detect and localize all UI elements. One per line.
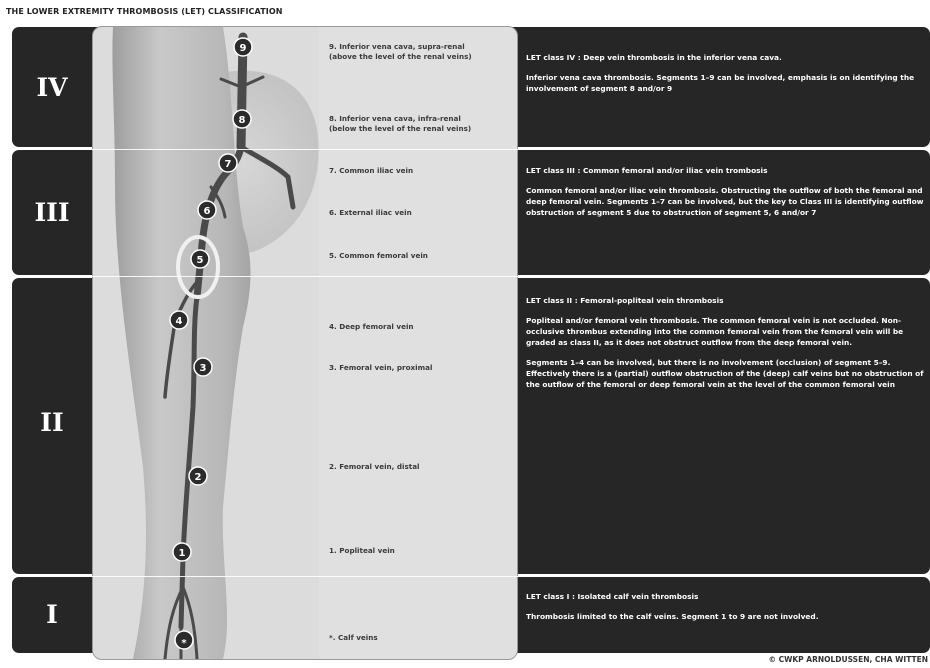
- class-iii-paragraph: Common femoral and/or iliac vein thrombo…: [526, 186, 924, 217]
- class-iii-heading: LET class III : Common femoral and/or il…: [526, 166, 768, 175]
- class-iv-heading: LET class IV : Deep vein thrombosis in t…: [526, 53, 782, 62]
- segment-node-8: [232, 109, 252, 129]
- segment-node-2-label: 2: [195, 472, 202, 483]
- anatomy-panel: 9 8 7 6 5 4 3 2 1 *: [92, 26, 518, 660]
- segment-label-8-line1: 8. Inferior vena cava, infra-renal: [329, 114, 461, 123]
- segment-node-6: [197, 200, 217, 220]
- segment-node-calf-label: *: [181, 638, 187, 649]
- class-ii-paragraph-1: Popliteal and/or femoral vein thrombosis…: [526, 316, 904, 347]
- segment-label-6: 6. External iliac vein: [329, 208, 412, 217]
- segment-nodes: 9 8 7 6 5 4 3 2 1 *: [169, 37, 253, 650]
- class-iv-paragraph: Inferior vena cava thrombosis. Segments …: [526, 73, 915, 93]
- segment-node-1: [172, 542, 192, 562]
- segment-label-9-line1: 9. Inferior vena cava, supra-renal: [329, 42, 465, 51]
- class-iii-description: LET class III : Common femoral and/or il…: [526, 165, 924, 227]
- segment-node-4: [169, 310, 189, 330]
- segment-label-3: 3. Femoral vein, proximal: [329, 363, 433, 372]
- segment-label-2: 2. Femoral vein, distal: [329, 462, 420, 471]
- class-i-heading: LET class I : Isolated calf vein thrombo…: [526, 592, 699, 601]
- segment-node-6-label: 6: [204, 206, 211, 217]
- class-i-description: LET class I : Isolated calf vein thrombo…: [526, 591, 924, 631]
- separator-iii-ii: [92, 276, 518, 277]
- class-i-numeral: I: [46, 600, 58, 629]
- segment-label-1: 1. Popliteal vein: [329, 546, 395, 555]
- class-i-paragraph: Thrombosis limited to the calf veins. Se…: [526, 612, 819, 621]
- segment-label-9-line2: (above the level of the renal veins): [329, 52, 472, 61]
- class-ii-numeral: II: [40, 408, 64, 437]
- segment-node-5: [190, 249, 210, 269]
- segment-node-2: [188, 466, 208, 486]
- segment-node-7: [218, 153, 238, 173]
- segment-label-7: 7. Common iliac vein: [329, 166, 414, 175]
- segment-label-5: 5. Common femoral vein: [329, 251, 428, 260]
- segment-label-8: 8. Inferior vena cava, infra-renal (belo…: [329, 114, 471, 134]
- segment-node-1-label: 1: [179, 548, 186, 559]
- class-ii-description: LET class II : Femoral-popliteal vein th…: [526, 295, 924, 399]
- separator-ii-i: [92, 576, 518, 577]
- segment-node-3: [193, 357, 213, 377]
- segment-node-4-label: 4: [176, 316, 183, 327]
- figure-title: THE LOWER EXTREMITY THROMBOSIS (LET) CLA…: [6, 7, 283, 16]
- segment-label-4: 4. Deep femoral vein: [329, 322, 414, 331]
- separator-iv-iii: [92, 149, 518, 150]
- segment-node-calf: [174, 630, 194, 650]
- class-iv-description: LET class IV : Deep vein thrombosis in t…: [526, 52, 924, 103]
- class-iv-numeral: IV: [36, 73, 68, 102]
- class-ii-paragraph-2: Segments 1–4 can be involved, but there …: [526, 358, 924, 389]
- segment-node-8-label: 8: [239, 115, 246, 126]
- segment-label-calf: *. Calf veins: [329, 633, 378, 642]
- segment-label-9: 9. Inferior vena cava, supra-renal (abov…: [329, 42, 472, 62]
- segment-node-3-label: 3: [200, 363, 207, 374]
- segment-node-7-label: 7: [225, 159, 232, 170]
- class-ii-heading: LET class II : Femoral-popliteal vein th…: [526, 296, 724, 305]
- leg-vein-illustration: 9 8 7 6 5 4 3 2 1 *: [112, 27, 517, 659]
- class-iii-numeral: III: [34, 198, 70, 227]
- segment-label-8-line2: (below the level of the renal veins): [329, 124, 472, 133]
- copyright-credit: © CWKP ARNOLDUSSEN, CHA WITTEN: [768, 655, 928, 664]
- segment-node-9: [233, 37, 253, 57]
- segment-node-5-label: 5: [197, 255, 204, 266]
- segment-node-9-label: 9: [240, 43, 247, 54]
